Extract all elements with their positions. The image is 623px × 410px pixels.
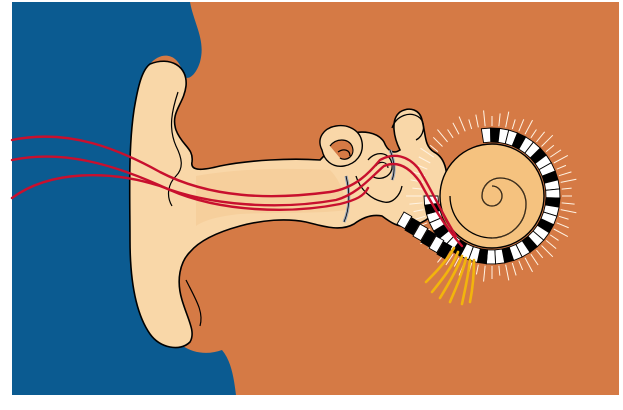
cochlea-key bbox=[546, 189, 560, 198]
cochlea bbox=[440, 144, 544, 248]
cochlea-key bbox=[481, 128, 490, 143]
